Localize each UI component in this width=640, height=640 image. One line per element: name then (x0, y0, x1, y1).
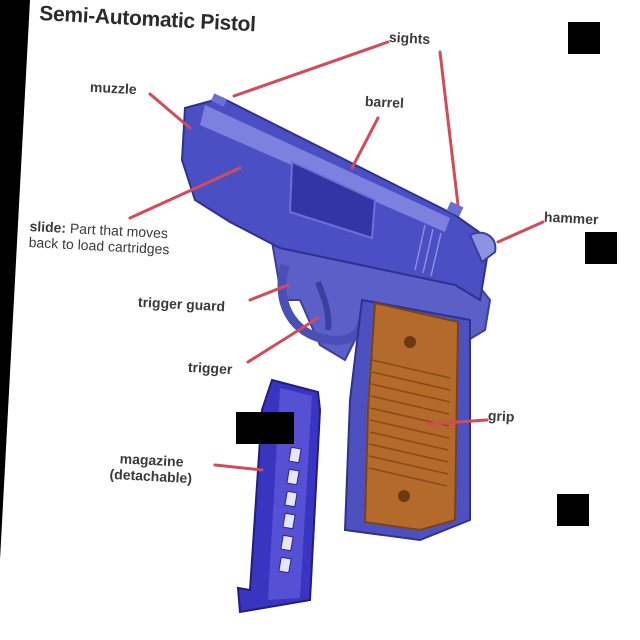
redaction-box-bottom-right (557, 494, 589, 526)
label-barrel: barrel (365, 93, 405, 111)
pistol-grip-screw-top (404, 336, 416, 348)
label-grip: grip (488, 407, 515, 424)
redaction-box-magazine (236, 412, 294, 444)
label-magazine: magazine (detachable) (109, 450, 193, 486)
label-hammer: hammer (544, 209, 599, 228)
label-trigger: trigger (188, 359, 233, 377)
label-muzzle: muzzle (90, 79, 137, 97)
pistol-grip-screw-bottom (398, 490, 410, 502)
label-slide-term: slide: (29, 218, 66, 236)
label-sights: sights (389, 29, 431, 47)
redaction-box-top-right (568, 22, 600, 54)
redaction-box-right-mid (585, 232, 617, 264)
